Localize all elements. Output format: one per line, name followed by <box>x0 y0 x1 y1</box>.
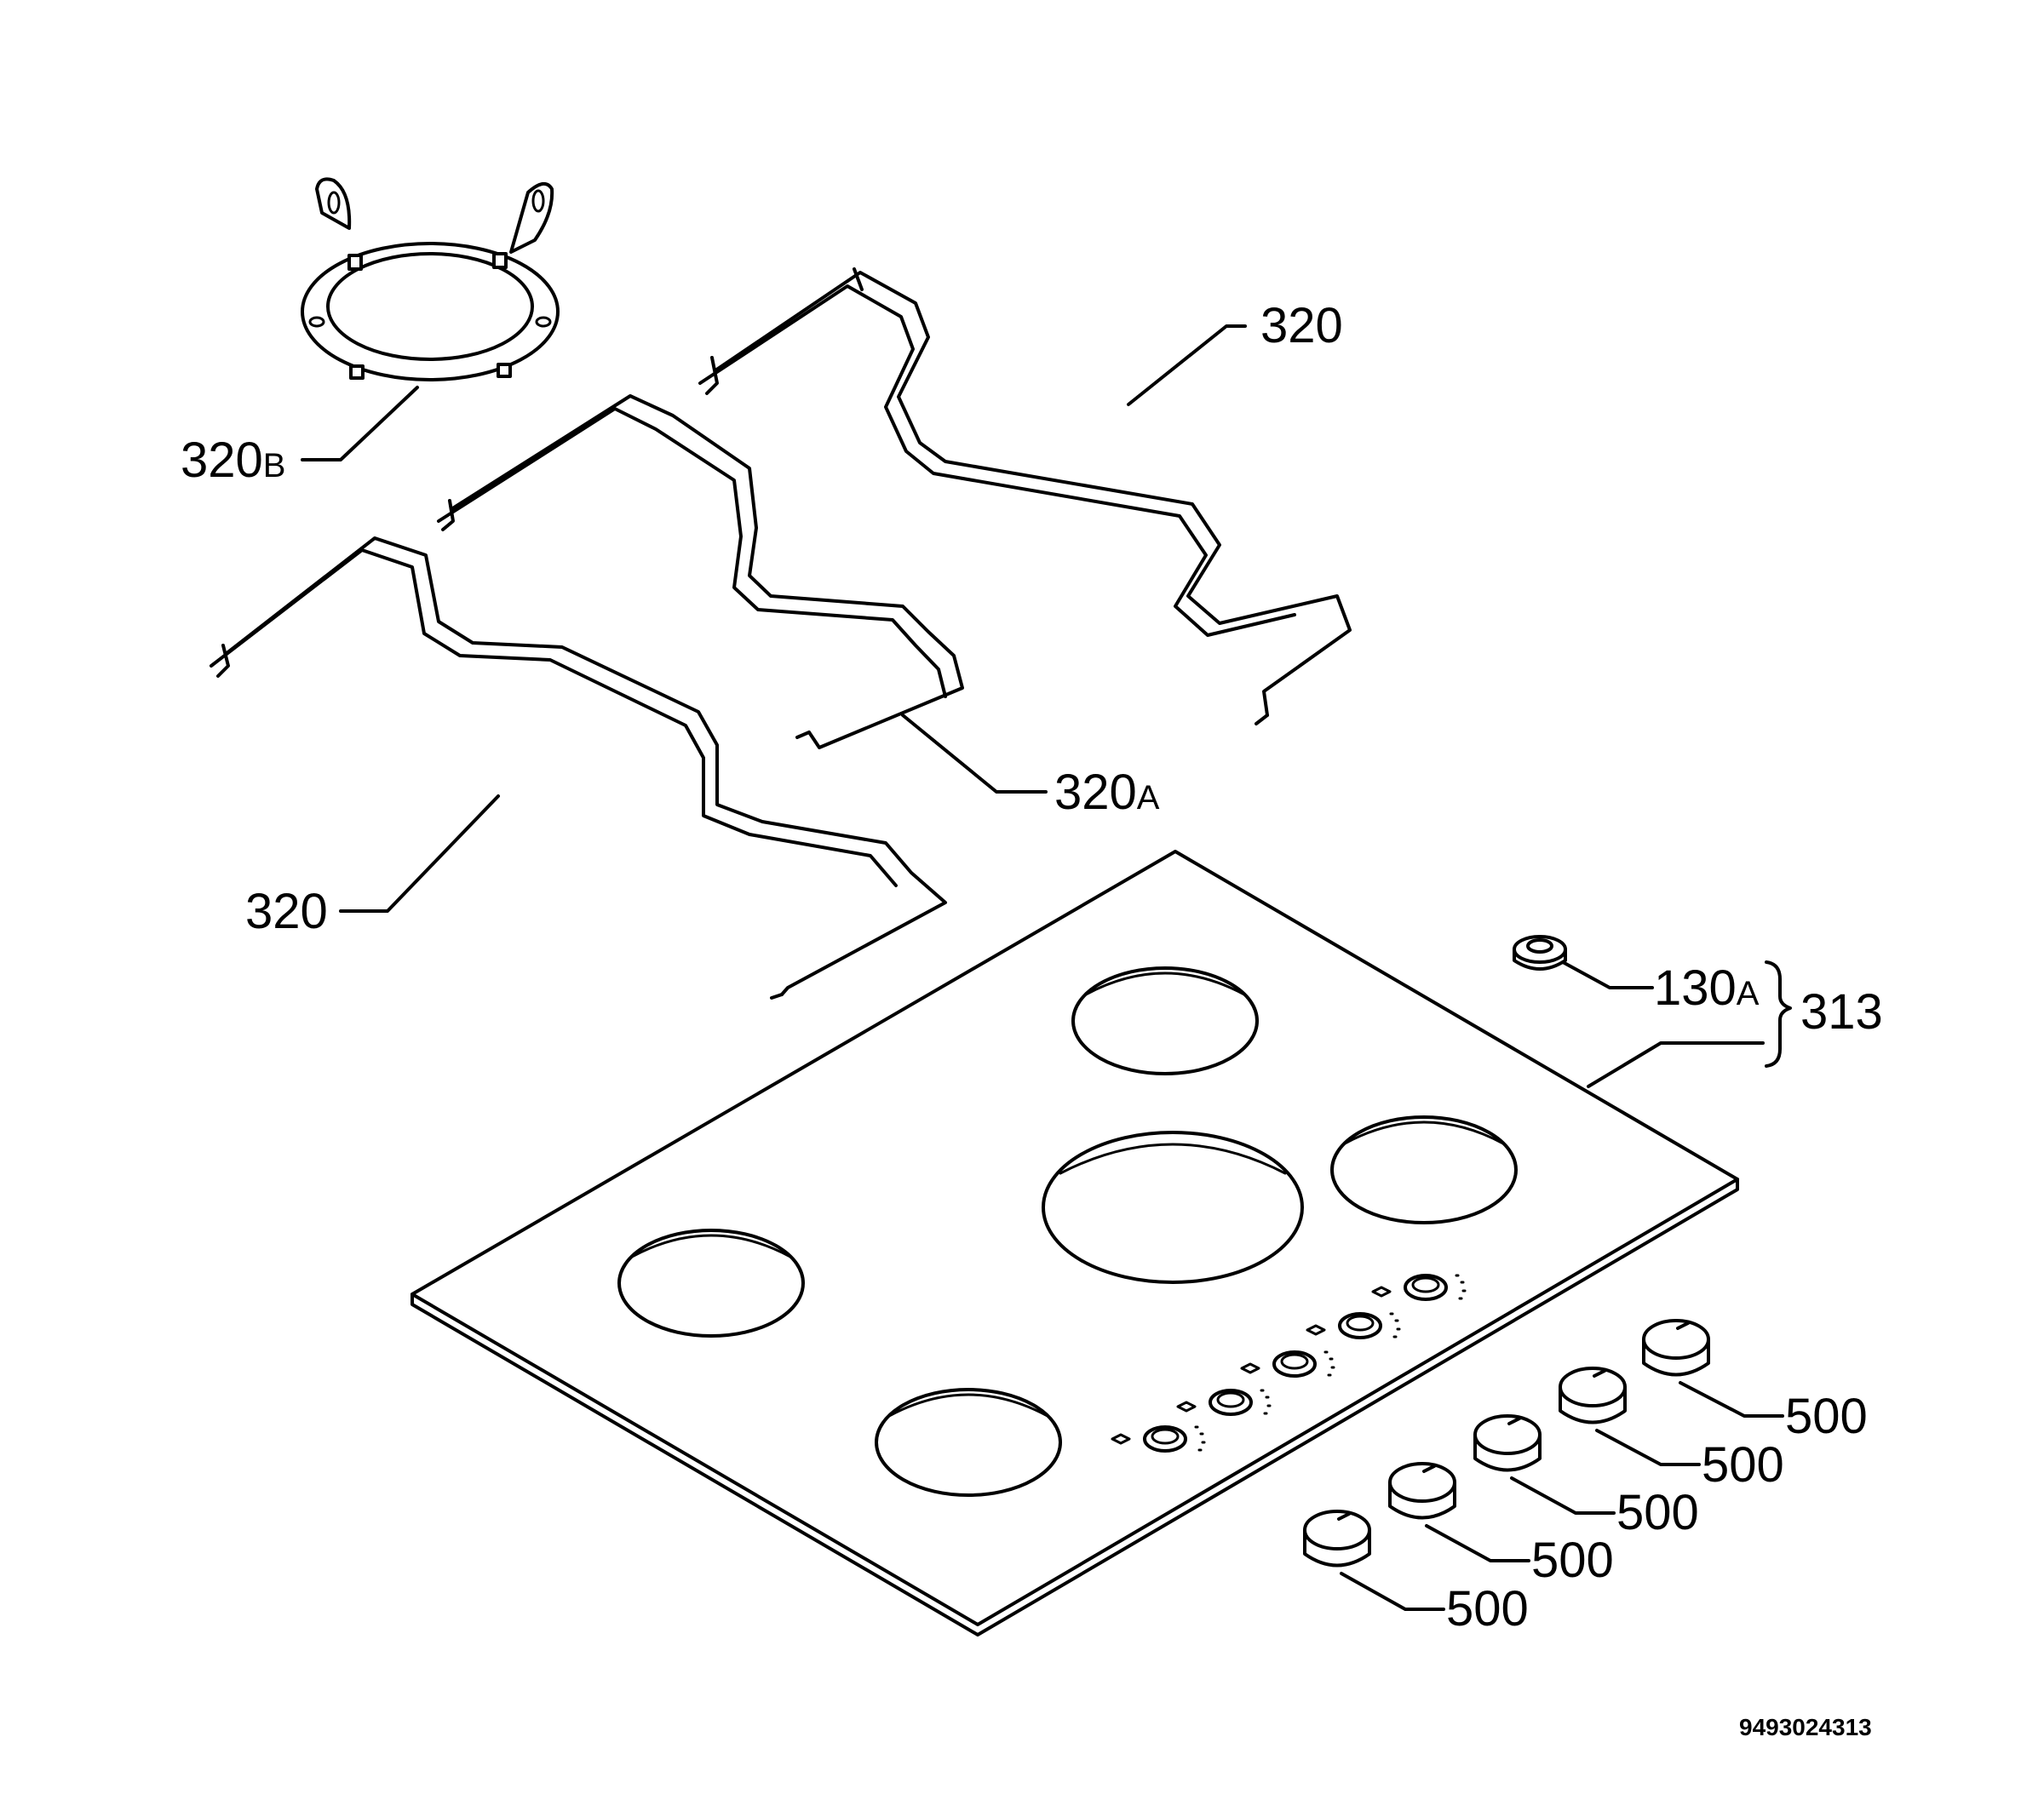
leader-grid-top <box>1127 324 1247 406</box>
hob-plate <box>411 850 1739 1636</box>
label-grid-middle: 320A <box>1054 765 1160 820</box>
label-knob-4: 500 <box>1702 1437 1784 1493</box>
pan-support-grid-middle <box>437 394 964 749</box>
leader-knob-3 <box>1510 1476 1616 1515</box>
leader-knob-5 <box>1679 1381 1784 1418</box>
pan-support-grid-top <box>698 267 1352 725</box>
hob-control-bosses <box>1111 1274 1467 1453</box>
control-knobs <box>1303 1319 1710 1568</box>
knob-part-5 <box>1642 1319 1710 1377</box>
leader-wok-ring <box>301 386 419 461</box>
leader-knob-4 <box>1595 1429 1701 1466</box>
control-boss-1 <box>1111 1425 1206 1453</box>
label-wok-ring: 320B <box>181 433 285 488</box>
control-boss-2 <box>1176 1389 1272 1416</box>
control-boss-5 <box>1371 1274 1467 1301</box>
label-knob-1: 500 <box>1446 1581 1529 1636</box>
control-boss-3 <box>1240 1350 1335 1378</box>
assembly-brace <box>1765 960 1792 1068</box>
leader-lines <box>301 324 1792 1611</box>
label-knob-3: 500 <box>1616 1485 1699 1540</box>
label-knob-5: 500 <box>1785 1389 1868 1444</box>
leader-hob <box>1587 1041 1765 1088</box>
knob-part-3 <box>1473 1414 1542 1472</box>
grommet-part <box>1513 935 1567 971</box>
label-hob-assembly: 313 <box>1800 984 1883 1040</box>
leader-grommet <box>1561 960 1654 989</box>
document-code: 9493024313 <box>1739 1714 1872 1740</box>
label-grid-bottom: 320 <box>245 884 328 939</box>
wok-ring-part <box>301 177 560 381</box>
leader-grid-middle <box>901 714 1048 794</box>
leader-knob-2 <box>1425 1524 1530 1562</box>
label-grid-top: 320 <box>1260 298 1343 353</box>
label-knob-2: 500 <box>1531 1533 1614 1588</box>
knob-part-1 <box>1303 1510 1371 1568</box>
knob-part-4 <box>1559 1367 1627 1424</box>
pan-support-grid-bottom <box>210 536 947 1000</box>
control-boss-4 <box>1306 1312 1401 1339</box>
leader-knob-1 <box>1340 1572 1445 1611</box>
knob-part-2 <box>1388 1462 1456 1520</box>
leader-grid-bottom <box>339 794 500 913</box>
label-grommet: 130A <box>1654 960 1760 1016</box>
